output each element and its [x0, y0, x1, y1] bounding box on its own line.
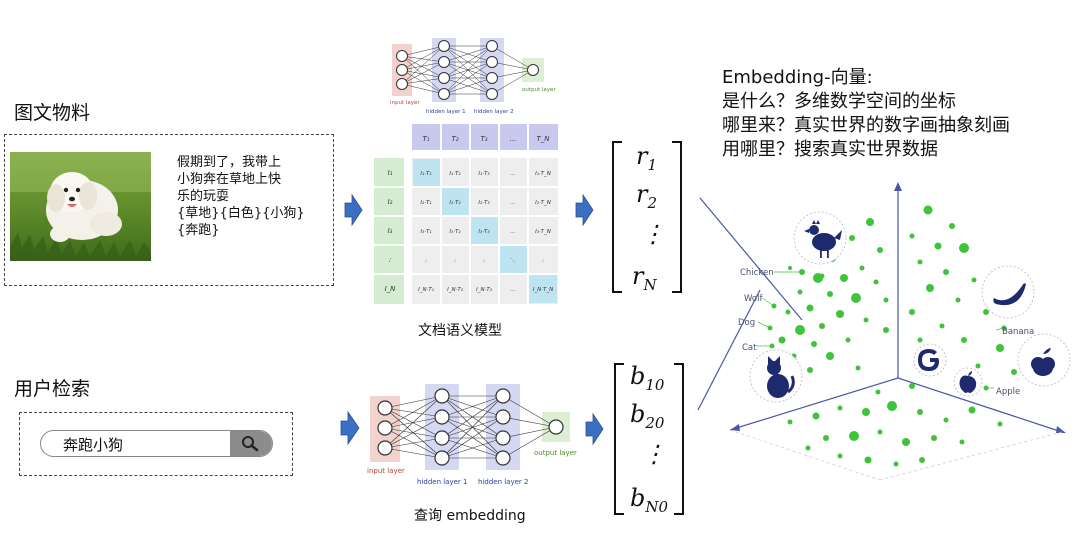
- layer-label: hidden layer 1: [417, 478, 467, 486]
- matrix-cell: I₂·T₃: [478, 200, 490, 206]
- vector-b-entry: ⋮: [642, 440, 666, 468]
- info-line: Embedding-向量:: [722, 67, 873, 88]
- dog-photo: [10, 152, 151, 261]
- info-line: 哪里来？真实世界的数字画抽象刻画: [722, 115, 1010, 136]
- space-label-dog: Dog: [738, 318, 755, 328]
- caption-line: 假期到了，我带上: [177, 155, 282, 170]
- embedding-info: Embedding-向量: 是什么？多维数学空间的坐标 哪里来？真实世界的数字画…: [722, 66, 1010, 162]
- info-line: 用哪里？搜索真实世界数据: [722, 139, 938, 160]
- caption-line: {草地}{白色}{小狗}: [177, 206, 305, 221]
- matrix-cell: ...: [510, 287, 515, 293]
- caption-line: 小狗奔在草地上快: [177, 172, 282, 187]
- matrix-cell: I₂·T₁: [420, 200, 431, 206]
- matrix-cell: ...: [510, 200, 515, 206]
- search-box: [19, 412, 293, 476]
- doc-neural-network: input layer hidden layer 1 hidden layer …: [390, 38, 556, 115]
- layer-label: input layer: [367, 467, 405, 475]
- matrix-cell: I₃·T₂: [449, 229, 461, 235]
- info-line: 是什么？多维数学空间的坐标: [722, 91, 956, 112]
- material-title: 图文物料: [14, 102, 91, 124]
- banana-icon: [993, 283, 1026, 306]
- matrix-cell: I₁·T_N: [535, 171, 551, 177]
- doc-model-label: 文档语义模型: [418, 323, 502, 339]
- material-caption: 假期到了，我带上 小狗奔在草地上快 乐的玩耍 {草地}{白色}{小狗} {奔跑}: [177, 154, 317, 239]
- matrix-cell: I_N·T₁: [418, 287, 434, 293]
- query-model-label: 查询 embedding: [414, 508, 526, 524]
- matrix-col-header: ...: [510, 135, 517, 143]
- matrix-cell: I₂·T₂: [449, 200, 461, 206]
- matrix-cell: :: [454, 258, 456, 264]
- arrow-right-icon: [585, 412, 604, 446]
- axis-arrowhead: [730, 424, 740, 431]
- query-neural-network: input layer hidden layer 1 hidden layer …: [367, 384, 577, 486]
- space-label-chicken: Chicken: [740, 268, 774, 278]
- axis-arrowhead: [894, 182, 902, 191]
- vector-b-brackets: [614, 363, 684, 515]
- matrix-col-header: T₁: [422, 135, 429, 143]
- search-input[interactable]: 奔跑小狗: [40, 430, 273, 457]
- matrix-cell: I₁·T₃: [478, 171, 490, 177]
- space-label-wolf: Wolf: [744, 294, 763, 304]
- space-label-apple: Apple: [996, 387, 1020, 397]
- vector-r-brackets: [612, 141, 682, 293]
- matrix-cell: I₃·T₃: [478, 229, 490, 235]
- search-icon: [242, 436, 259, 452]
- google-icon: [913, 343, 947, 377]
- layer-label: output layer: [522, 87, 556, 93]
- vector-r-entry: rN: [632, 262, 657, 294]
- matrix-row-header: I₂: [388, 198, 393, 206]
- search-query-text: 奔跑小狗: [63, 436, 124, 454]
- similarity-matrix: T₁ T₂ T₃ ... T_N I₁ I₂ I₃ : I_N I₁·T₁ I₁…: [374, 124, 558, 304]
- caption-line: {奔跑}: [177, 223, 220, 238]
- layer-label: hidden layer 1: [426, 109, 466, 115]
- search-button[interactable]: [230, 431, 272, 456]
- matrix-cell: I₂·T_N: [535, 200, 551, 206]
- matrix-cell: I₃·T_N: [535, 229, 551, 235]
- matrix-cell: :: [542, 258, 544, 264]
- vector-r-entry: r1: [636, 142, 658, 174]
- vector-r-entry: r2: [636, 180, 658, 212]
- matrix-cell: I₁·T₁: [420, 171, 431, 177]
- matrix-cell: I_N·T₂: [447, 287, 464, 293]
- matrix-cell: I₃·T₁: [420, 229, 431, 235]
- vector-b-entry: b20: [630, 400, 665, 432]
- matrix-cell: I₁·T₂: [449, 171, 461, 177]
- apple-fruit-icon: [1031, 348, 1055, 376]
- matrix-col-header: T₂: [451, 135, 458, 143]
- matrix-row-header: I₁: [388, 169, 393, 177]
- layer-label: input layer: [390, 100, 420, 106]
- matrix-cell: I_N·T₃: [476, 287, 493, 293]
- embedding-space: Chicken Wolf Dog Cat Banana Apple: [697, 182, 1071, 481]
- cat-icon: [767, 356, 795, 398]
- matrix-cell: :: [483, 258, 485, 264]
- apple-logo-icon: [953, 367, 983, 397]
- vector-r-entry: ⋮: [641, 220, 665, 248]
- arrow-right-icon: [344, 193, 363, 227]
- layer-label: output layer: [534, 449, 577, 457]
- matrix-cell: I_N·T_N: [533, 287, 553, 293]
- matrix-cell: ...: [510, 171, 515, 177]
- matrix-row-header: :: [389, 256, 391, 264]
- space-label-cat: Cat: [742, 343, 757, 353]
- vector-b-entry: b10: [630, 362, 665, 394]
- matrix-col-header: T_N: [536, 135, 550, 143]
- arrow-right-icon: [340, 410, 360, 446]
- matrix-row-header: I_N: [385, 285, 397, 293]
- material-box: [4, 134, 334, 286]
- layer-label: hidden layer 2: [474, 109, 514, 115]
- layer-label: hidden layer 2: [478, 478, 528, 486]
- matrix-col-header: T₃: [480, 135, 487, 143]
- vector-b-entry: bN0: [630, 484, 669, 516]
- matrix-cell: ...: [510, 229, 515, 235]
- matrix-cell: :: [425, 258, 427, 264]
- caption-line: 乐的玩耍: [177, 189, 230, 204]
- axis-arrowhead: [1056, 426, 1066, 433]
- arrow-right-icon: [575, 193, 594, 227]
- chicken-icon: [804, 220, 842, 258]
- matrix-cell: ⋱: [510, 258, 516, 264]
- space-label-banana: Banana: [1002, 327, 1034, 337]
- user-search-title: 用户检索: [14, 378, 91, 400]
- matrix-row-header: I₃: [388, 227, 393, 235]
